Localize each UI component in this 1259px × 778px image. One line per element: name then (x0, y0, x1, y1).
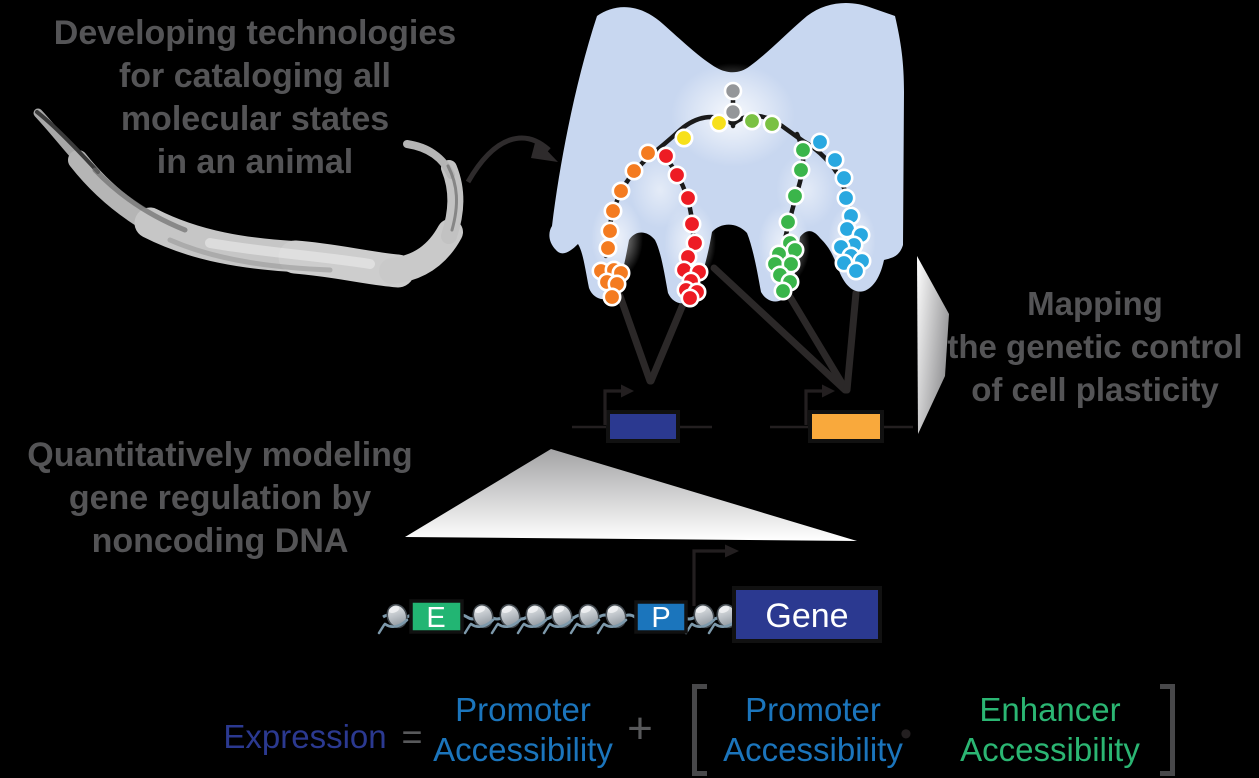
equation-expression-label: Expression (223, 718, 387, 755)
equation-promoter-accessibility-term-2: Promoter Accessibility (718, 690, 908, 770)
chromatin-locus-diagram: E P Gene (377, 544, 882, 643)
cataloging-line-4: in an animal (156, 143, 354, 181)
cataloging-line-2: for cataloging all (118, 57, 392, 95)
mapping-wedge (917, 256, 949, 434)
gene-b-diagram (770, 384, 913, 443)
modeling-line-2: gene regulation by (68, 479, 372, 517)
term3-line-2: Accessibility (960, 731, 1140, 768)
equation-multiply-dot: • (900, 715, 912, 753)
equation-close-bracket (1160, 684, 1175, 776)
mapping-line-1: Mapping (1027, 285, 1163, 322)
equation-plus-sign: + (627, 704, 653, 753)
term2-line-2: Accessibility (723, 731, 903, 768)
nucleosome (596, 600, 630, 635)
promoter-label: P (651, 602, 670, 634)
mapping-heading: Mapping the genetic control of cell plas… (930, 282, 1259, 411)
gene-a-tss-arrow-icon (603, 384, 634, 425)
gene-box (732, 586, 882, 643)
equation-open-bracket (692, 684, 707, 776)
term1-line-2: Accessibility (433, 731, 613, 768)
enhancer-label: E (426, 602, 445, 634)
enhancer-box (409, 599, 464, 634)
gene-label: Gene (765, 597, 848, 635)
term1-line-1: Promoter (455, 691, 591, 728)
modeling-heading: Quantitatively modeling gene regulation … (0, 434, 440, 563)
equation-enhancer-accessibility-term: Enhancer Accessibility (950, 690, 1150, 770)
mapping-line-2: the genetic control (947, 328, 1243, 365)
promoter-box (634, 600, 688, 634)
term3-line-1: Enhancer (979, 691, 1121, 728)
cell-state-dots (591, 81, 872, 308)
gene-a-diagram (572, 384, 712, 443)
cataloging-line-1: Developing technologies (53, 14, 457, 52)
zoom-triangle (405, 449, 857, 541)
mapping-line-3: of cell plasticity (971, 371, 1219, 408)
equation-promoter-accessibility-term-1: Promoter Accessibility (428, 690, 618, 770)
cataloging-line-3: molecular states (120, 100, 390, 138)
modeling-line-1: Quantitatively modeling (27, 436, 413, 474)
valley-to-gene-lines (616, 264, 860, 394)
worm-to-landscape-arrow-icon (465, 135, 558, 184)
waddington-landscape (549, 3, 904, 308)
equation-equals-sign: = (401, 716, 423, 757)
cataloging-heading: Developing technologies for cataloging a… (25, 12, 485, 184)
locus-tss-arrow-icon (692, 544, 739, 606)
gene-b-tss-arrow-icon (804, 384, 835, 425)
c-elegans-worm-illustration (33, 108, 464, 288)
term2-line-1: Promoter (745, 691, 881, 728)
modeling-line-3: noncoding DNA (91, 522, 349, 560)
